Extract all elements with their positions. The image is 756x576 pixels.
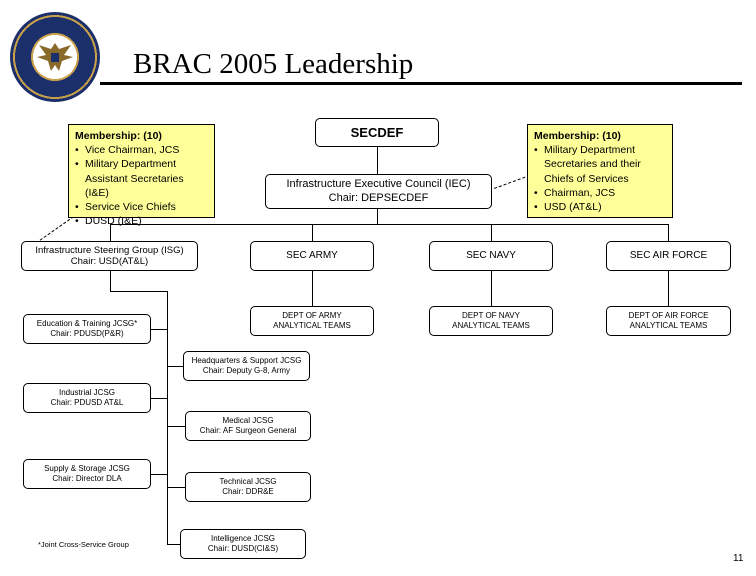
connector-isg-down <box>110 271 111 291</box>
connector-navy-teams <box>491 271 492 306</box>
membership-left-item: Military Department Assistant Secretarie… <box>75 157 208 200</box>
iec-title: Infrastructure Executive Council (IEC) <box>286 178 471 191</box>
connector-edu <box>151 329 168 330</box>
isg-box: Infrastructure Steering Group (ISG) Chai… <box>21 241 198 271</box>
dashed-connector-left <box>35 216 74 244</box>
sec-air-force-label: SEC AIR FORCE <box>629 250 708 261</box>
jcsg-chair: Chair: AF Surgeon General <box>199 426 297 435</box>
page-title: BRAC 2005 Leadership <box>133 48 414 80</box>
jcsg-title: Supply & Storage JCSG <box>44 464 130 474</box>
connector-af-teams <box>668 271 669 306</box>
jcsg-title: Intelligence JCSG <box>210 534 276 544</box>
connector-iec-down <box>377 209 378 224</box>
membership-note-right: Membership: (10) Military Department Sec… <box>527 124 673 218</box>
membership-left-item: Vice Chairman, JCS <box>75 143 208 157</box>
page-number: 11 <box>733 553 744 564</box>
footnote: *Joint Cross-Service Group <box>38 540 129 549</box>
membership-right-item: Chairman, JCS <box>534 186 666 200</box>
army-teams-line2: ANALYTICAL TEAMS <box>273 321 351 330</box>
connector-army-top <box>312 224 313 241</box>
jcsg-medical-box: Medical JCSG Chair: AF Surgeon General <box>185 411 311 441</box>
af-teams-box: DEPT OF AIR FORCE ANALYTICAL TEAMS <box>606 306 731 336</box>
membership-left-header: Membership: (10) <box>75 130 162 142</box>
secdef-label: SECDEF <box>350 124 404 140</box>
membership-left-item: DUSD (I&E) <box>75 214 208 228</box>
jcsg-industrial-box: Industrial JCSG Chair: PDUSD AT&L <box>23 383 151 413</box>
connector-hq <box>167 366 183 367</box>
connector-navy-top <box>491 224 492 241</box>
eagle-icon <box>37 43 73 71</box>
connector-af-top <box>668 224 669 241</box>
jcsg-supply-storage-box: Supply & Storage JCSG Chair: Director DL… <box>23 459 151 489</box>
connector-isg-horizontal <box>110 291 168 292</box>
membership-right-header: Membership: (10) <box>534 130 621 142</box>
title-underline <box>100 82 742 85</box>
jcsg-chair: Chair: PDUSD(P&R) <box>50 329 124 338</box>
jcsg-technical-box: Technical JCSG Chair: DDR&E <box>185 472 311 502</box>
jcsg-title: Technical JCSG <box>219 477 277 487</box>
jcsg-intelligence-box: Intelligence JCSG Chair: DUSD(CI&S) <box>180 529 306 559</box>
connector-army-teams <box>312 271 313 306</box>
isg-title: Infrastructure Steering Group (ISG) <box>35 244 184 256</box>
iec-chair: Chair: DEPSECDEF <box>328 191 429 204</box>
connector-technical <box>167 487 185 488</box>
connector-supply <box>151 474 168 475</box>
membership-right-item: USD (AT&L) <box>534 200 666 214</box>
sec-navy-box: SEC NAVY <box>429 241 553 271</box>
dashed-connector-right <box>494 175 531 189</box>
jcsg-education-training-box: Education & Training JCSG* Chair: PDUSD(… <box>23 314 151 344</box>
sec-air-force-box: SEC AIR FORCE <box>606 241 731 271</box>
connector-industrial <box>151 398 168 399</box>
jcsg-chair: Chair: Deputy G-8, Army <box>202 366 291 375</box>
navy-teams-line2: ANALYTICAL TEAMS <box>452 321 530 330</box>
secdef-box: SECDEF <box>315 118 439 147</box>
jcsg-title: Headquarters & Support JCSG <box>191 356 302 366</box>
sec-army-box: SEC ARMY <box>250 241 374 271</box>
connector-secdef-iec <box>377 146 378 175</box>
sec-army-label: SEC ARMY <box>286 250 338 261</box>
membership-right-item: Military Department Secretaries and thei… <box>534 143 666 186</box>
connector-horizontal-top <box>110 224 668 225</box>
navy-teams-box: DEPT OF NAVY ANALYTICAL TEAMS <box>429 306 553 336</box>
iec-box: Infrastructure Executive Council (IEC) C… <box>265 174 492 209</box>
jcsg-chair: Chair: PDUSD AT&L <box>50 398 124 407</box>
af-teams-line1: DEPT OF AIR FORCE <box>628 311 709 321</box>
navy-teams-line1: DEPT OF NAVY <box>462 311 520 321</box>
connector-isg-top <box>110 224 111 241</box>
jcsg-title: Industrial JCSG <box>58 388 116 398</box>
connector-medical <box>167 426 185 427</box>
sec-navy-label: SEC NAVY <box>466 250 516 261</box>
army-teams-line1: DEPT OF ARMY <box>282 311 342 321</box>
isg-chair: Chair: USD(AT&L) <box>70 256 149 267</box>
jcsg-headquarters-support-box: Headquarters & Support JCSG Chair: Deput… <box>183 351 310 381</box>
jcsg-title: Medical JCSG <box>222 416 274 426</box>
jcsg-chair: Chair: Director DLA <box>52 474 122 483</box>
af-teams-line2: ANALYTICAL TEAMS <box>629 321 708 330</box>
connector-jcsg-trunk <box>167 291 168 544</box>
army-teams-box: DEPT OF ARMY ANALYTICAL TEAMS <box>250 306 374 336</box>
connector-intelligence <box>167 544 180 545</box>
membership-left-item: Service Vice Chiefs <box>75 200 208 214</box>
jcsg-chair: Chair: DUSD(CI&S) <box>207 544 279 553</box>
jcsg-title: Education & Training JCSG* <box>36 319 138 329</box>
membership-note-left: Membership: (10) Vice Chairman, JCS Mili… <box>68 124 215 228</box>
jcsg-chair: Chair: DDR&E <box>222 487 274 496</box>
